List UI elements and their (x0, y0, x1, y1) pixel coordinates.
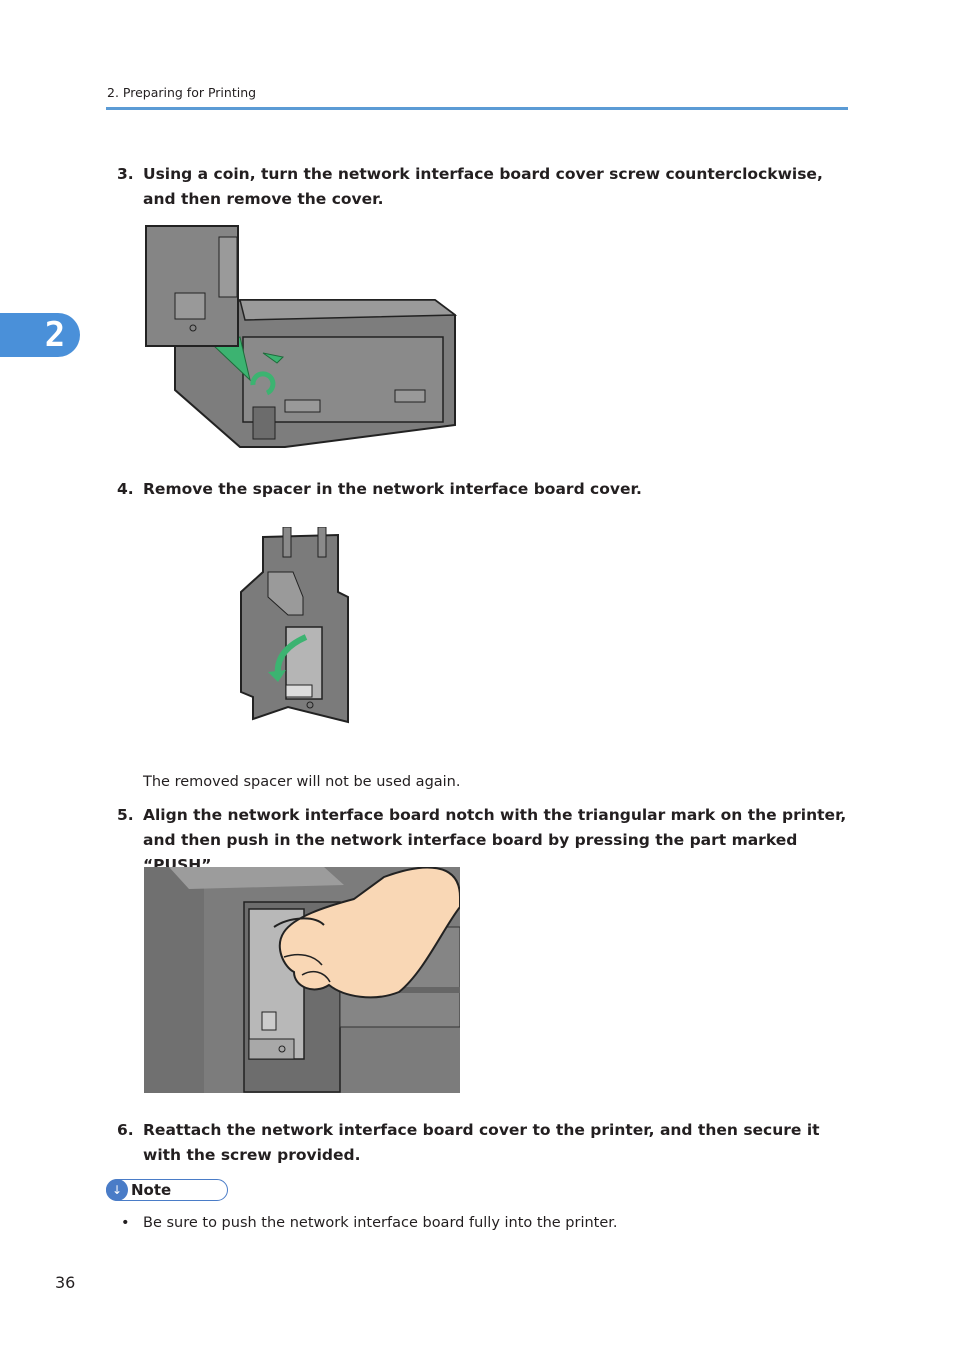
step-3: 3. Using a coin, turn the network interf… (117, 162, 857, 212)
chapter-number: 2 (44, 315, 66, 355)
step-number: 6. (117, 1121, 134, 1139)
step-text: Reattach the network interface board cov… (143, 1121, 820, 1164)
chapter-tab (0, 313, 80, 357)
step-number: 4. (117, 480, 134, 498)
step-text: Using a coin, turn the network interface… (143, 165, 823, 208)
printer-cover-removal-illustration (145, 225, 458, 448)
note-bullet: Be sure to push the network interface bo… (143, 1215, 618, 1231)
step-6: 6. Reattach the network interface board … (117, 1118, 857, 1168)
step-text: Align the network interface board notch … (143, 806, 847, 874)
spacer-removal-illustration (240, 527, 349, 724)
board-insertion-illustration (144, 867, 460, 1093)
step-5: 5. Align the network interface board not… (117, 803, 857, 874)
step-number: 5. (117, 806, 134, 824)
header-rule (106, 107, 848, 110)
note-label: Note (131, 1181, 172, 1199)
step-4-remark: The removed spacer will not be used agai… (143, 774, 461, 790)
step-number: 3. (117, 165, 134, 183)
running-header: 2. Preparing for Printing (107, 85, 257, 100)
step-text: Remove the spacer in the network interfa… (143, 480, 642, 498)
note-arrow-icon: ↓ (106, 1179, 128, 1201)
bullet-marker: • (121, 1215, 130, 1231)
page-number: 36 (55, 1273, 76, 1292)
step-4: 4. Remove the spacer in the network inte… (117, 477, 857, 502)
